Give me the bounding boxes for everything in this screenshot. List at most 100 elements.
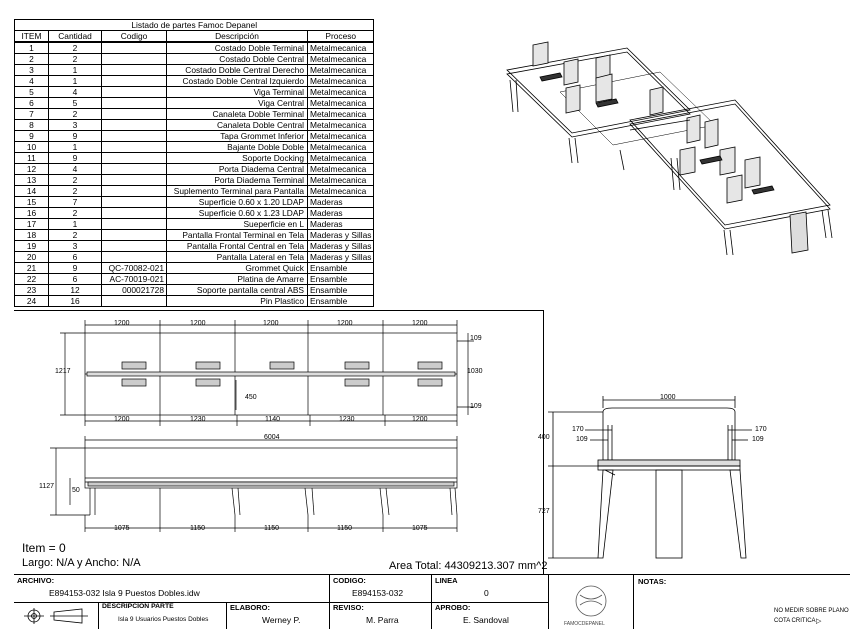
- code-cell: [101, 108, 167, 120]
- quantity-cell: 5: [48, 97, 102, 109]
- front-bottom-dim-4: 1150: [337, 525, 353, 532]
- item-cell: 14: [14, 185, 49, 197]
- top-dim-2: 1200: [190, 320, 206, 327]
- side-right-dim-1: 170: [755, 426, 767, 433]
- quantity-cell: 2: [48, 174, 102, 186]
- description-cell: Soporte Docking: [166, 152, 308, 164]
- code-cell: [101, 152, 167, 164]
- header-item: ITEM: [14, 30, 49, 43]
- famoc-logo-icon: [575, 585, 607, 617]
- process-cell: Metalmecanica: [306, 130, 375, 142]
- frame-divider-v: [543, 310, 544, 574]
- quantity-cell: 2: [48, 207, 102, 219]
- top-dim-3: 1200: [263, 320, 279, 327]
- description-cell: Tapa Grommet Inferior: [166, 130, 308, 142]
- note-2: COTA CRITICA: [774, 618, 816, 624]
- item-cell: 4: [14, 75, 49, 87]
- frame-divider-h: [14, 310, 543, 311]
- side-top-dim: 1000: [660, 394, 676, 401]
- header-code: Codigo: [101, 30, 167, 43]
- top-dim-1: 1200: [114, 320, 130, 327]
- quantity-cell: 9: [48, 262, 102, 274]
- item-cell: 23: [14, 284, 49, 296]
- code-cell: [101, 86, 167, 98]
- quantity-cell: 3: [48, 119, 102, 131]
- description-cell: Costado Doble Central Derecho: [166, 64, 308, 76]
- quantity-cell: 2: [48, 185, 102, 197]
- description-cell: Bajante Doble Doble: [166, 141, 308, 153]
- side-right-dim-2: 109: [752, 436, 764, 443]
- code-cell: [101, 97, 167, 109]
- logo-text: FAMOCDEPANEL: [564, 621, 605, 627]
- code-cell: [101, 163, 167, 175]
- item-cell: 13: [14, 174, 49, 186]
- description-cell: Pantalla Lateral en Tela: [166, 251, 308, 263]
- item-cell: 10: [14, 141, 49, 153]
- item-cell: 3: [14, 64, 49, 76]
- process-cell: Metalmecanica: [306, 75, 375, 87]
- process-cell: Metalmecanica: [306, 119, 375, 131]
- right-dim-2: 1030: [467, 368, 483, 375]
- elaboro-label: ELABORO:: [230, 603, 270, 612]
- description-cell: Porta Diadema Central: [166, 163, 308, 175]
- description-cell: Canaleta Doble Central: [166, 119, 308, 131]
- title-block-row-divider: [14, 602, 549, 603]
- code-cell: [101, 218, 167, 230]
- front-bottom-dim-1: 1075: [114, 525, 130, 532]
- code-cell: [101, 185, 167, 197]
- code-cell: 000021728: [101, 284, 167, 296]
- codigo-value: E894153-032: [352, 588, 404, 598]
- process-cell: Metalmecanica: [306, 152, 375, 164]
- front-bottom-dim-3: 1150: [264, 525, 280, 532]
- quantity-cell: 6: [48, 273, 102, 285]
- front-bottom-dim-5: 1075: [412, 525, 428, 532]
- description-cell: Platina de Amarre: [166, 273, 308, 285]
- quantity-cell: 16: [48, 295, 102, 307]
- item-cell: 9: [14, 130, 49, 142]
- quantity-cell: 2: [48, 108, 102, 120]
- reviso-value: M. Parra: [366, 615, 399, 625]
- process-cell: Metalmecanica: [306, 97, 375, 109]
- header-process: Proceso: [306, 30, 375, 43]
- description-cell: Superficie 0.60 x 1.23 LDAP: [166, 207, 308, 219]
- code-cell: [101, 174, 167, 186]
- item-cell: 15: [14, 196, 49, 208]
- code-cell: [101, 53, 167, 65]
- code-cell: [101, 141, 167, 153]
- note-1: NO MEDIR SOBRE PLANO: [774, 608, 849, 614]
- item-cell: 21: [14, 262, 49, 274]
- process-cell: Metalmecanica: [306, 53, 375, 65]
- process-cell: Maderas: [306, 207, 375, 219]
- archivo-value: E894153-032 Isla 9 Puestos Dobles.idw: [49, 588, 200, 598]
- quantity-cell: 9: [48, 152, 102, 164]
- quantity-cell: 2: [48, 53, 102, 65]
- bottom-dim-4: 1230: [339, 416, 355, 423]
- process-cell: Metalmecanica: [306, 108, 375, 120]
- code-cell: [101, 207, 167, 219]
- process-cell: Ensamble: [306, 273, 375, 285]
- bottom-dim-5: 1200: [412, 416, 428, 423]
- code-cell: [101, 41, 167, 54]
- process-cell: Metalmecanica: [306, 64, 375, 76]
- item-cell: 6: [14, 97, 49, 109]
- code-cell: [101, 75, 167, 87]
- quantity-cell: 1: [48, 141, 102, 153]
- notas-label: NOTAS:: [638, 577, 667, 586]
- item-cell: 8: [14, 119, 49, 131]
- item-cell: 5: [14, 86, 49, 98]
- process-cell: Ensamble: [306, 284, 375, 296]
- process-cell: Metalmecanica: [306, 141, 375, 153]
- description-cell: Suplemento Terminal para Pantalla: [166, 185, 308, 197]
- code-cell: [101, 251, 167, 263]
- side-left-dim-1: 170: [572, 426, 584, 433]
